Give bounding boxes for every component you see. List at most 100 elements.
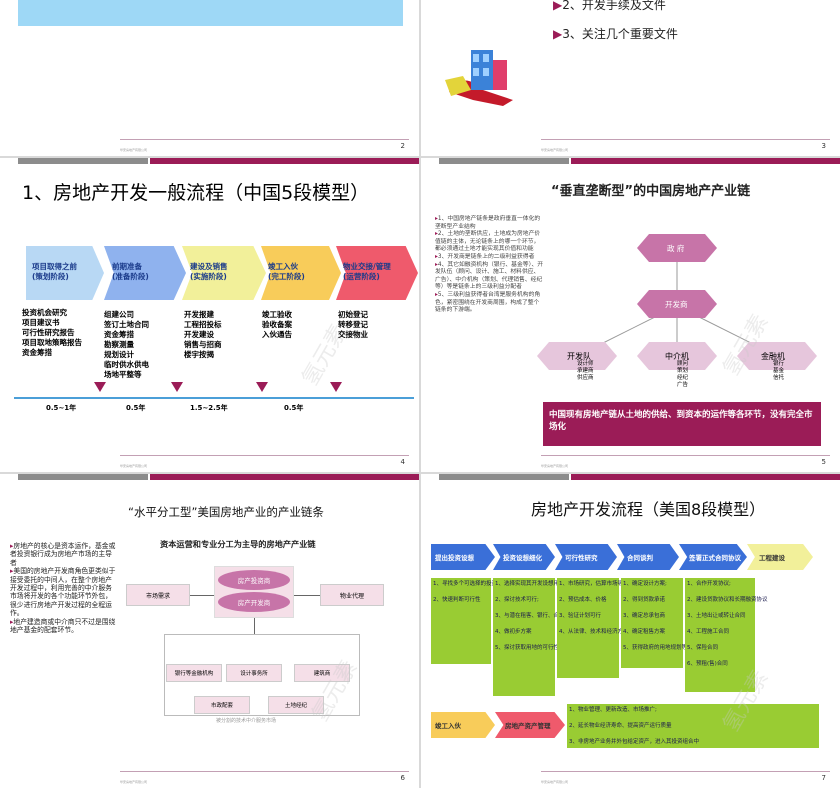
market-demand-box: 市场需求 <box>126 584 190 606</box>
asset-management-body: 1、物业管理、更新改造、市场推广; 2、延长物业经济寿命、提高资产运行质量 3、… <box>567 704 819 748</box>
slide-5: “垂直垄断型”的中国房地产产业链 ▸1、中国房地产链条是政府垂直一体化的垄断型产… <box>421 158 840 472</box>
node-developer: 开发商 <box>665 300 688 309</box>
invest-ellipse: 房产投资商 <box>218 570 290 590</box>
page-number: 2 <box>400 142 405 150</box>
divider <box>541 771 830 772</box>
page-number: 4 <box>400 458 405 466</box>
building-clipart <box>445 50 513 106</box>
service-frame <box>164 634 360 716</box>
divider <box>120 139 409 140</box>
stage-3-label: 建设及销售 (实施阶段) <box>190 262 228 281</box>
design-box: 设计事务所 <box>226 664 282 682</box>
divider <box>541 455 830 456</box>
developer-ellipse: 房产开发商 <box>218 592 290 612</box>
node-finance-items: 银行 基金 信托 <box>773 361 785 381</box>
duration-label: 0.5年 <box>284 404 304 412</box>
stage-1-label: 项目取得之前 (策划阶段) <box>32 262 77 281</box>
top-bar-gray <box>439 474 569 480</box>
chain-diagram <box>537 234 817 370</box>
stage-5-items: 初始登记 转移登记 交接物业 <box>338 310 368 339</box>
land-broker-box: 土地经纪 <box>268 696 324 714</box>
divider <box>541 139 830 140</box>
stage-idea: 提出投资设想 <box>431 544 495 570</box>
stage-5-label: 物业交接/管理 (运营阶段) <box>343 262 391 281</box>
stage-1 <box>26 246 104 300</box>
builder-box: 建筑商 <box>294 664 350 682</box>
timeline-marker <box>330 382 342 392</box>
divider <box>120 771 409 772</box>
slide-7: 房地产开发流程（美国8段模型） 提出投资设想 投资设想细化 可行性研究 合同谈判… <box>421 474 840 788</box>
slide-3: ▶2、开发手续及文件 ▶3、关注几个重要文件 华安房地产有限公司 3 <box>421 0 840 156</box>
node-agency: 中介机 <box>665 352 689 361</box>
footer: 华安房地产有限公司 <box>120 464 148 468</box>
frame-caption: 被分割的技术中介服务市场 <box>216 718 277 724</box>
node-agency-items: 顾问 策划 经纪 广告 <box>677 361 689 388</box>
footer: 华安房地产有限公司 <box>541 464 569 468</box>
stage-feasibility-body: 1、市场研究，估算市场吸纳率; 2、预估成本、价格 3、验证计划可行 4、从法律… <box>557 578 667 678</box>
page-number: 6 <box>400 774 405 782</box>
bullet: ▸美国的房地产开发商角色更类似于接受委托的中间人，在整个房地产开发过程中，利用完… <box>10 567 116 618</box>
page-number: 3 <box>821 142 826 150</box>
bullet: ▸3、开发商是链条上的二级利益获得者 <box>435 253 535 260</box>
divider <box>120 455 409 456</box>
stage-refine-body: 1、选择实现其开发设想用地; 2、探讨技术可行; 3、与潜在租客、银行、合伙伙伴… <box>493 578 614 696</box>
timeline-marker <box>171 382 183 392</box>
duration-label: 1.5~2.5年 <box>190 404 228 412</box>
slide-6: “水平分工型”美国房地产业的产业链条 ▸房地产的核心是资本运作，基金或者投资银行… <box>0 474 419 788</box>
top-bar-gray <box>18 158 148 164</box>
page-number: 7 <box>821 774 826 782</box>
bullet: ▸4、其它如融资机构（银行、基金等）、开发队伍（顾问、设计、施工、材料供应、广告… <box>435 261 544 291</box>
connector <box>254 618 255 634</box>
slide-title: 1、房地产开发一般流程（中国5段模型） <box>22 182 370 204</box>
slide-4: 1、房地产开发一般流程（中国5段模型） 氢元素 项目取得之前 (策划阶段) 前期… <box>0 158 419 472</box>
bullet: ▸房地产的核心是资本运作，基金或者投资银行成为房地产市场的主导者 <box>10 542 116 567</box>
bullet: ▸1、中国房地产链条是政府垂直一体化的垄断型产业结构 <box>435 216 541 230</box>
footer: 华安房地产有限公司 <box>120 148 148 152</box>
timeline <box>14 397 414 399</box>
diagram-title: 资本运营和专业分工为主导的房地产产业链 <box>160 539 316 549</box>
stage-2-items: 组建公司 签订土地合同 资金筹措 勘察测量 规划设计 临时供水供电 场地平整等 <box>104 310 149 379</box>
top-bar-accent <box>571 158 840 164</box>
stage-negotiation: 合同谈判 <box>617 544 679 570</box>
list-item: ▶2、开发手续及文件 <box>553 0 666 12</box>
timeline-marker <box>94 382 106 392</box>
arrow <box>190 595 214 596</box>
arrow <box>294 595 320 596</box>
bullet: ▸5、三级利益获得者台湾是服务机构的角色，紧密围绕在开发商周围，构成了整个链条的… <box>435 291 541 314</box>
top-bar-accent <box>150 158 419 164</box>
top-bar-gray <box>439 158 569 164</box>
stage-asset-management: 房地产资产管理 <box>495 712 565 738</box>
stage-completion: 竣工入伙 <box>431 712 495 738</box>
slide-title: 房地产开发流程（美国8段模型） <box>531 500 766 519</box>
stage-4-items: 竣工验收 验收备案 入伙通告 <box>262 310 292 339</box>
stage-refine: 投资设想细化 <box>493 544 555 570</box>
top-bar-accent <box>571 474 840 480</box>
bullet: ▸2、土地的垄断供应，土地成为房地产价值链的主体，无论链条上的哪一个环节，都必须… <box>435 231 541 253</box>
footer: 华安房地产有限公司 <box>120 780 148 784</box>
page-number: 5 <box>821 458 826 466</box>
slide-title: “水平分工型”美国房地产业的产业链条 <box>128 505 324 519</box>
stage-4-label: 竣工入伙 (完工阶段) <box>268 262 305 281</box>
node-government: 政 府 <box>667 244 685 253</box>
conclusion-banner: 中国现有房地产链从土地的供给、到资本的运作等各环节，没有完全市场化 <box>543 402 821 446</box>
title-box <box>18 0 403 26</box>
bullet-list: ▸房地产的核心是资本运作，基金或者投资银行成为房地产市场的主导者 ▸美国的房地产… <box>10 542 116 634</box>
stage-2 <box>104 246 186 300</box>
bullet: ▸地产建造商或中介商只不过是围绕地产基金的配套环节。 <box>10 617 116 635</box>
top-bar-gray <box>18 474 148 480</box>
stage-2-label: 前期准备 (准备阶段) <box>112 262 149 281</box>
property-agent-box: 物业代理 <box>320 584 384 606</box>
stage-5 <box>336 246 418 300</box>
stage-idea-body: 1、寻找多个可选择的投资机会; 2、快速判断可行性 <box>431 578 510 664</box>
slide-title: “垂直垄断型”的中国房地产产业链 <box>551 184 751 199</box>
footer: 华安房地产有限公司 <box>541 148 569 152</box>
stage-contract: 签署正式合同协议 <box>679 544 747 570</box>
stage-3-items: 开发报建 工程招投标 开发建设 销售与招商 楼宇按揭 <box>184 310 222 359</box>
stage-negotiation-body: 1、确定设计方案; 2、得到贷款承诺 3、确定总承包商 4、确定租售方案 5、获… <box>621 578 698 668</box>
stage-construction: 工程建设 <box>747 544 813 570</box>
top-bar-accent <box>150 474 419 480</box>
stage-4 <box>261 246 341 300</box>
timeline-marker <box>256 382 268 392</box>
slide-2: 华安房地产有限公司 2 <box>0 0 419 156</box>
footer: 华安房地产有限公司 <box>541 780 569 784</box>
